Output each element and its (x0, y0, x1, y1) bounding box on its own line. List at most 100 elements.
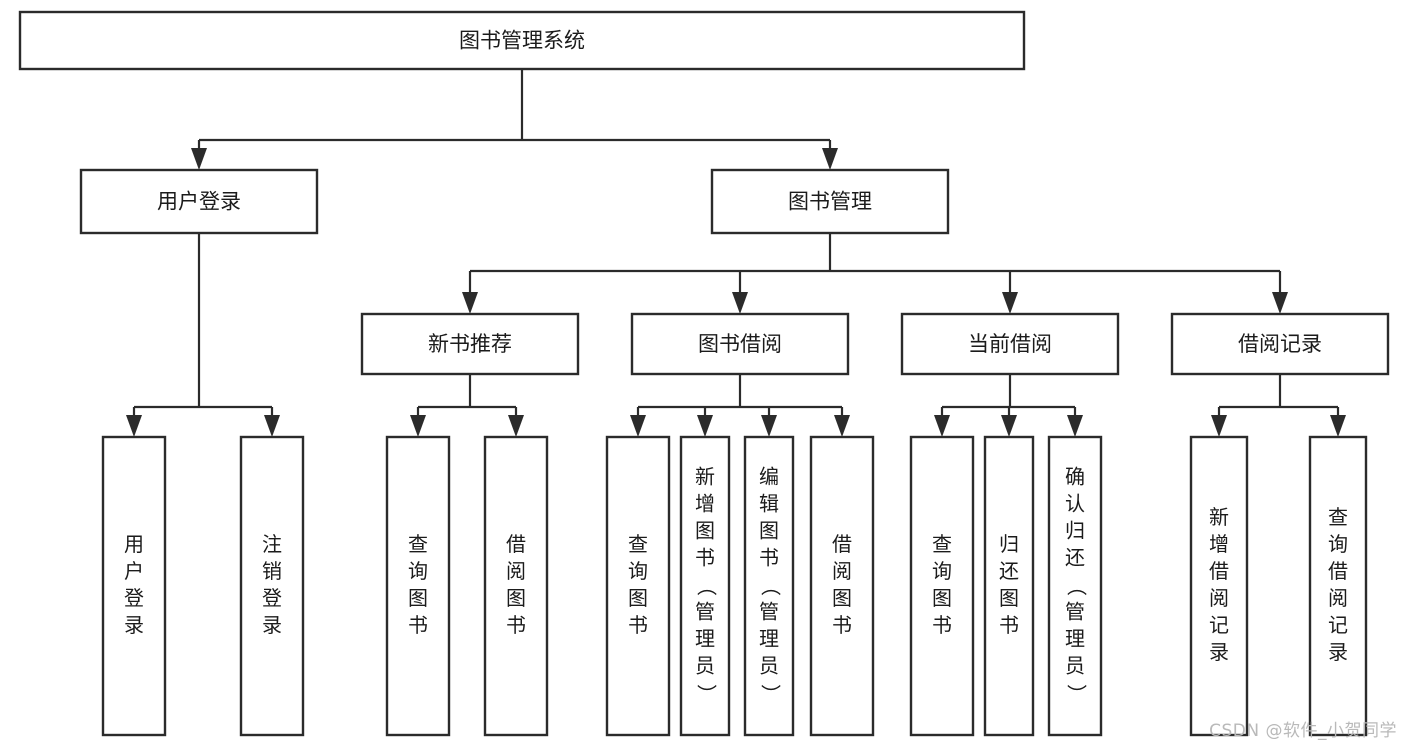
node-box-user-login (79, 168, 319, 235)
node-box-book-manage (710, 168, 950, 235)
node-label-leaf-edit-book-char-0: 编 (759, 465, 779, 489)
node-box-root (18, 10, 1026, 71)
node-box-borrow-record (1170, 312, 1390, 376)
node-book-borrow[interactable]: 图书借阅 (630, 312, 850, 376)
node-label-leaf-confirm-return-char-7: 员 (1065, 654, 1085, 678)
node-borrow-record[interactable]: 借阅记录 (1170, 312, 1390, 376)
edge-group-root (191, 69, 838, 170)
edge-group-new-book-rec (410, 374, 524, 437)
watermark-text: CSDN @软件_小贺同学 (1209, 721, 1397, 741)
node-box-leaf-query-book-2 (605, 435, 671, 737)
edge-group-book-borrow (630, 374, 850, 437)
node-label-leaf-borrow-book-1-char-2: 图 (506, 586, 526, 610)
node-label-leaf-confirm-return-char-4: （ (1065, 576, 1089, 596)
node-box-leaf-user-logout (239, 435, 305, 737)
node-user-login[interactable]: 用户登录 (79, 168, 319, 235)
node-label-leaf-add-record-char-0: 新 (1209, 505, 1229, 529)
node-layer: 图书管理系统用户登录图书管理新书推荐图书借阅当前借阅借阅记录用户登录注销登录查询… (18, 10, 1390, 737)
node-label-borrow-record: 借阅记录 (1238, 332, 1322, 356)
node-label-leaf-query-record-char-3: 阅 (1328, 586, 1348, 610)
node-label-leaf-query-book-3-char-0: 查 (932, 532, 952, 556)
node-root[interactable]: 图书管理系统 (18, 10, 1026, 71)
node-label-leaf-query-record-char-0: 查 (1328, 505, 1348, 529)
node-label-leaf-borrow-book-2-char-3: 书 (832, 613, 852, 637)
node-label-leaf-add-book-char-4: （ (695, 576, 719, 596)
node-label-leaf-add-book-char-5: 管 (695, 600, 715, 624)
node-label-leaf-query-book-3-char-2: 图 (932, 586, 952, 610)
arrow-head-icon (264, 415, 280, 437)
node-label-leaf-query-book-2-char-1: 询 (628, 559, 648, 583)
arrow-head-icon (822, 148, 838, 170)
node-label-leaf-borrow-book-2-char-1: 阅 (832, 559, 852, 583)
node-label-leaf-query-book-2-char-2: 图 (628, 586, 648, 610)
node-label-leaf-borrow-book-1-char-0: 借 (506, 532, 526, 556)
arrow-head-icon (697, 415, 713, 437)
node-label-leaf-user-login-char-0: 用 (124, 532, 144, 556)
node-label-leaf-return-book-char-3: 书 (999, 613, 1019, 637)
node-label-leaf-edit-book-char-5: 管 (759, 600, 779, 624)
arrow-head-icon (508, 415, 524, 437)
node-label-leaf-user-logout-char-2: 登 (262, 586, 282, 610)
node-label-leaf-confirm-return-char-0: 确 (1065, 465, 1085, 489)
node-label-root: 图书管理系统 (459, 29, 585, 53)
connector-layer (126, 69, 1346, 437)
node-new-book-rec[interactable]: 新书推荐 (360, 312, 580, 376)
node-label-leaf-user-logout-char-1: 销 (262, 559, 282, 583)
node-label-leaf-query-book-2-char-3: 书 (628, 613, 648, 637)
node-box-leaf-add-record (1189, 435, 1249, 737)
node-label-leaf-return-book-char-0: 归 (999, 532, 1019, 556)
node-label-new-book-rec: 新书推荐 (428, 332, 512, 356)
node-label-leaf-edit-book-char-6: 理 (759, 627, 779, 651)
node-leaf-user-login[interactable]: 用户登录 (101, 435, 167, 737)
node-box-leaf-query-book-3 (909, 435, 975, 737)
node-label-leaf-query-book-1-char-2: 图 (408, 586, 428, 610)
node-label-leaf-borrow-book-2-char-0: 借 (832, 532, 852, 556)
node-label-leaf-query-book-2-char-0: 查 (628, 532, 648, 556)
node-label-leaf-add-book-char-0: 新 (695, 465, 715, 489)
node-label-leaf-confirm-return-char-1: 认 (1065, 492, 1085, 516)
node-label-leaf-confirm-return-char-5: 管 (1065, 600, 1085, 624)
node-box-leaf-confirm-return (1047, 435, 1103, 737)
node-label-leaf-confirm-return-char-6: 理 (1065, 627, 1085, 651)
node-box-leaf-user-login (101, 435, 167, 737)
node-box-leaf-borrow-book-2 (809, 435, 875, 737)
node-box-leaf-query-book-1 (385, 435, 451, 737)
node-label-leaf-edit-book-char-7: 员 (759, 654, 779, 678)
node-label-leaf-add-book-char-1: 增 (695, 492, 715, 516)
node-label-leaf-add-book-char-2: 图 (695, 519, 715, 543)
node-label-leaf-query-book-3-char-3: 书 (932, 613, 952, 637)
node-label-leaf-user-logout-char-3: 录 (262, 613, 282, 637)
node-box-leaf-query-record (1308, 435, 1368, 737)
node-label-leaf-user-logout-char-0: 注 (262, 532, 282, 556)
arrow-head-icon (1002, 292, 1018, 314)
arrow-head-icon (1001, 415, 1017, 437)
node-label-leaf-return-book-char-2: 图 (999, 586, 1019, 610)
arrow-head-icon (126, 415, 142, 437)
node-label-current-borrow: 当前借阅 (968, 332, 1052, 356)
node-label-leaf-query-record-char-4: 记 (1328, 613, 1348, 637)
node-box-leaf-return-book (983, 435, 1035, 737)
node-label-leaf-add-book-char-7: 员 (695, 654, 715, 678)
arrow-head-icon (1211, 415, 1227, 437)
edge-group-current-borrow (934, 374, 1083, 437)
node-book-manage[interactable]: 图书管理 (710, 168, 950, 235)
node-label-leaf-user-login-char-2: 登 (124, 586, 144, 610)
node-label-leaf-query-record-char-2: 借 (1328, 559, 1348, 583)
node-box-current-borrow (900, 312, 1120, 376)
arrow-head-icon (1330, 415, 1346, 437)
arrow-head-icon (934, 415, 950, 437)
node-current-borrow[interactable]: 当前借阅 (900, 312, 1120, 376)
